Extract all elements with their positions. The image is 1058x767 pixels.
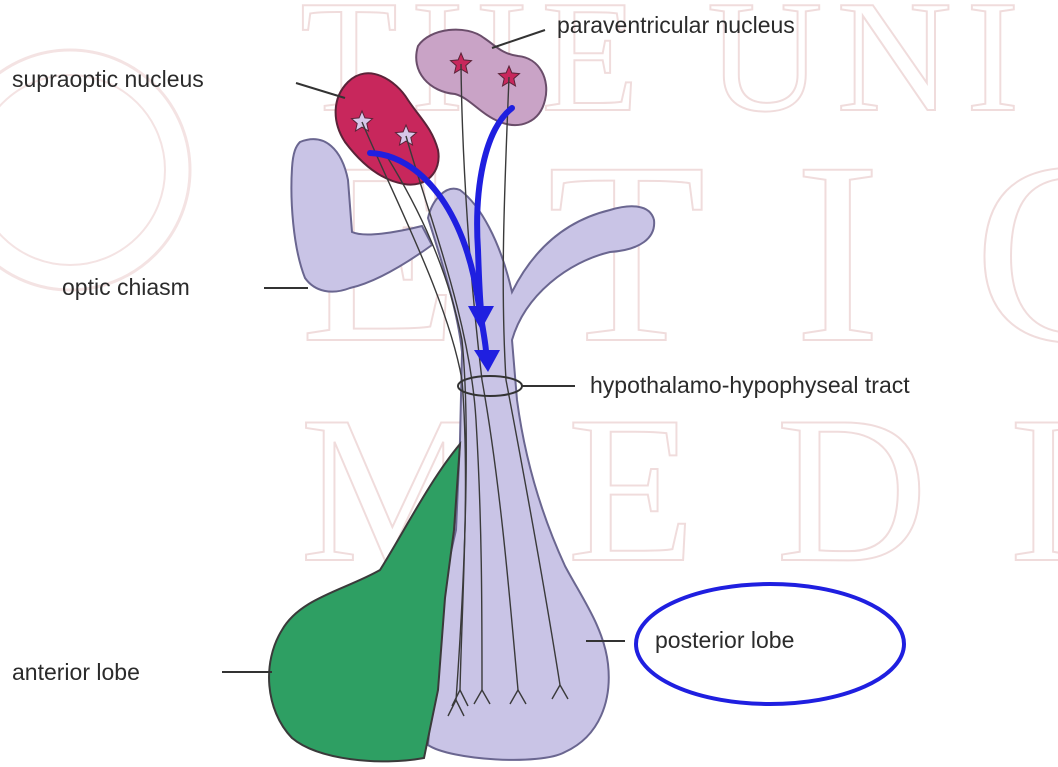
label-posterior-lobe: posterior lobe <box>655 627 794 653</box>
label-optic-chiasm: optic chiasm <box>62 274 190 300</box>
label-supraoptic-nucleus: supraoptic nucleus <box>12 66 204 92</box>
label-hypothalamo-hypophyseal-tract: hypothalamo-hypophyseal tract <box>590 372 910 398</box>
label-paraventricular-nucleus: paraventricular nucleus <box>557 12 795 38</box>
label-anterior-lobe: anterior lobe <box>12 659 140 685</box>
